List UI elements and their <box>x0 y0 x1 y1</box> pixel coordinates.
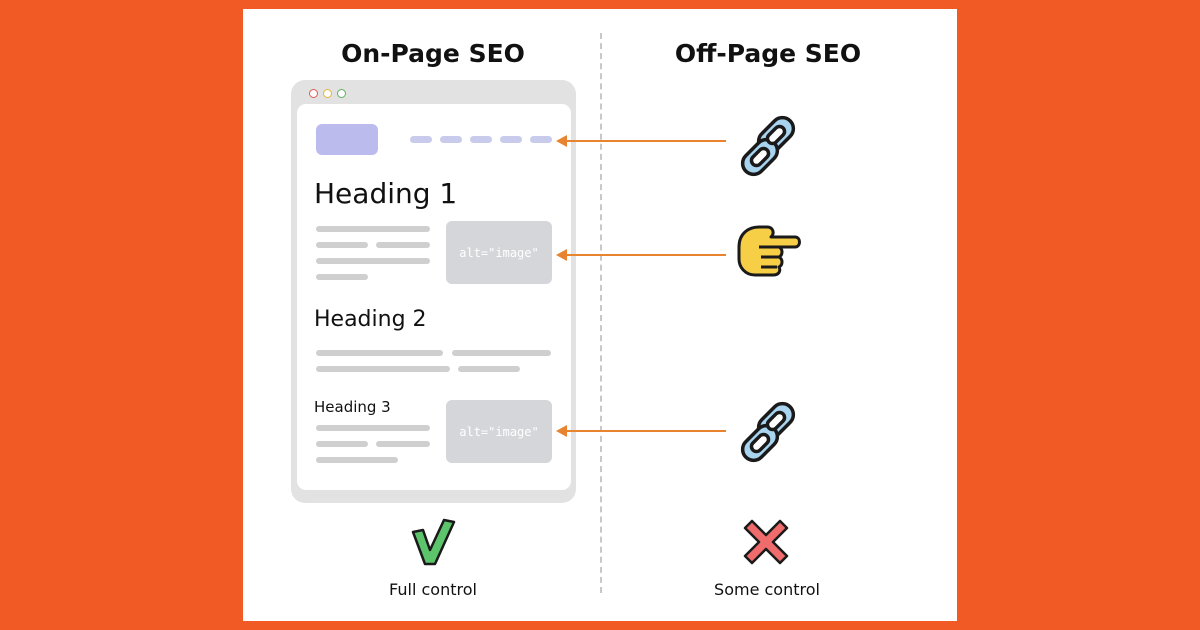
image-placeholder: alt="image" <box>446 400 552 463</box>
text-line <box>316 274 368 280</box>
image-placeholder: alt="image" <box>446 221 552 284</box>
text-line <box>452 350 551 356</box>
column-divider <box>600 33 602 593</box>
full-control-caption: Full control <box>389 580 477 599</box>
heading-1: Heading 1 <box>314 177 458 210</box>
link-icon <box>731 395 805 473</box>
arrow-to-image <box>565 254 726 256</box>
on-page-seo-title: On-Page SEO <box>341 39 525 68</box>
minimize-dot-icon <box>323 89 332 98</box>
nav-link <box>500 136 522 143</box>
text-line <box>316 350 443 356</box>
infographic-card: On-Page SEO Off-Page SEO Heading 1 alt="… <box>243 9 957 621</box>
off-page-seo-title: Off-Page SEO <box>674 39 862 68</box>
arrow-to-navigation <box>565 140 726 142</box>
pointing-hand-icon <box>733 219 805 285</box>
arrow-to-image <box>565 430 726 432</box>
arrow-head <box>556 135 567 147</box>
text-line <box>316 226 430 232</box>
checkmark-icon <box>410 518 456 570</box>
nav-link <box>440 136 462 143</box>
heading-3: Heading 3 <box>314 398 391 416</box>
nav-link <box>530 136 552 143</box>
text-line <box>316 441 368 447</box>
text-line <box>316 258 430 264</box>
text-line <box>316 425 430 431</box>
close-dot-icon <box>309 89 318 98</box>
arrow-head <box>556 425 567 437</box>
heading-2: Heading 2 <box>314 307 427 332</box>
text-line <box>376 242 430 248</box>
link-icon <box>731 109 805 187</box>
some-control-caption: Some control <box>714 580 820 599</box>
cross-icon <box>743 519 789 569</box>
text-line <box>316 242 368 248</box>
nav-link <box>410 136 432 143</box>
page-logo <box>316 124 378 155</box>
text-line <box>458 366 520 372</box>
arrow-head <box>556 249 567 261</box>
text-line <box>316 366 450 372</box>
text-line <box>376 441 430 447</box>
text-line <box>316 457 398 463</box>
maximize-dot-icon <box>337 89 346 98</box>
nav-link <box>470 136 492 143</box>
